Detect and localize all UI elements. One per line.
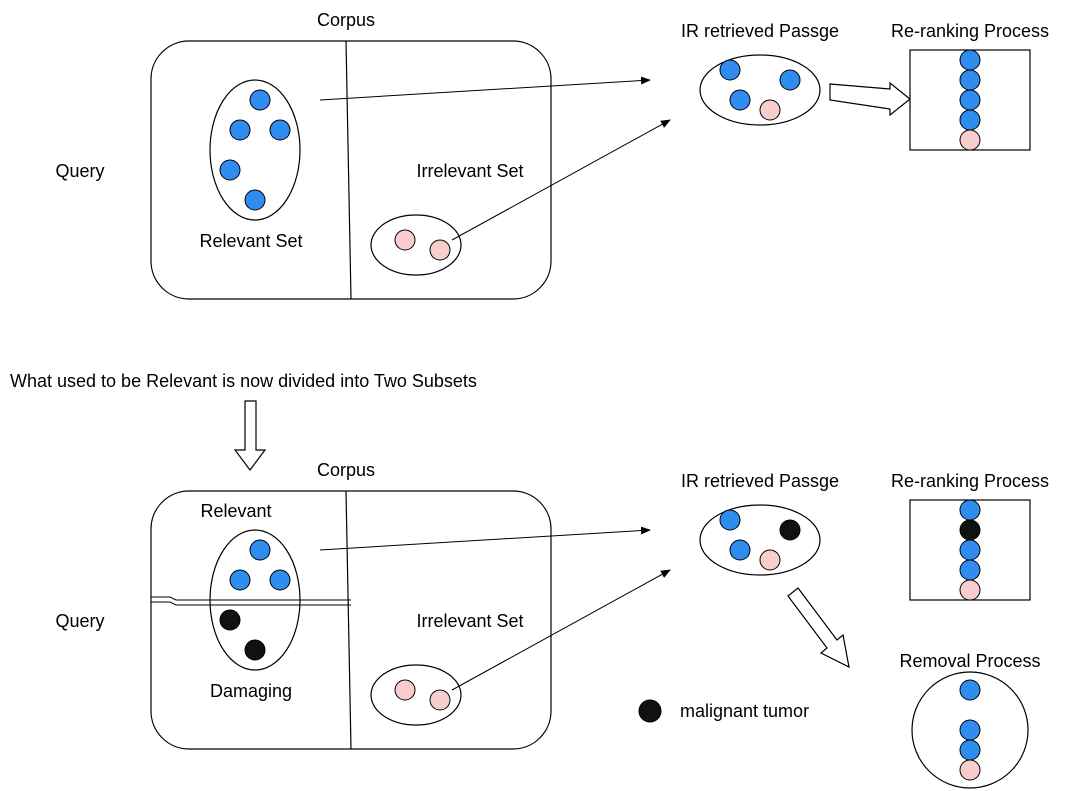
- top-relevant-set: [209, 79, 301, 221]
- top-retrieved-passage: [759, 99, 781, 121]
- bottom-relevant-arrow: [319, 526, 651, 551]
- bottom-retrieved-passage: [779, 519, 801, 541]
- top-relevant-passage: [269, 119, 291, 141]
- removal-passage: [959, 679, 981, 701]
- bottom-ranked-passage: [959, 499, 981, 521]
- top-retrieved-passage: [779, 69, 801, 91]
- bottom-retrieved-passage: [759, 549, 781, 571]
- transition-down-arrow: [233, 400, 267, 471]
- top-ranked-passage: [959, 69, 981, 91]
- bottom-ranked-passage: [959, 519, 981, 541]
- bottom-relevant-passage: [269, 569, 291, 591]
- bottom-panel: Corpus Query Relevant Damaging Irrelevan…: [55, 460, 1049, 789]
- bottom-relevant-passage: [229, 569, 251, 591]
- bottom-retrieved-passage: [719, 509, 741, 531]
- top-query-label: Query: [55, 161, 104, 181]
- top-relevant-passage: [244, 189, 266, 211]
- bottom-ranked-passage: [959, 539, 981, 561]
- bottom-corpus-divider: [345, 490, 352, 750]
- bottom-damaging-passage: [244, 639, 266, 661]
- top-reranking-label: Re-ranking Process: [891, 21, 1049, 41]
- bottom-retrieved-label: IR retrieved Passge: [681, 471, 839, 491]
- top-relevant-set-label: Relevant Set: [199, 231, 302, 251]
- bottom-relevant-label: Relevant: [200, 501, 271, 521]
- bottom-relevant-passage: [249, 539, 271, 561]
- top-corpus-label: Corpus: [317, 10, 375, 30]
- bottom-irrelevant-passage: [429, 689, 451, 711]
- bottom-query-label: Query: [55, 611, 104, 631]
- top-relevant-passage: [229, 119, 251, 141]
- top-relevant-passage: [249, 89, 271, 111]
- bottom-split-double-line: [151, 596, 351, 606]
- legend: malignant tumor: [638, 699, 809, 723]
- bottom-damaging-passage: [219, 609, 241, 631]
- top-irrelevant-arrow: [451, 119, 671, 241]
- top-retrieved-label: IR retrieved Passge: [681, 21, 839, 41]
- top-rerank-block-arrow: [829, 81, 911, 117]
- removal-passage: [959, 719, 981, 741]
- top-retrieved-passage: [719, 59, 741, 81]
- legend-damaging-dot: [638, 699, 662, 723]
- legend-damaging-label: malignant tumor: [680, 701, 809, 721]
- removal-passage: [959, 739, 981, 761]
- top-irrelevant-set: [370, 214, 462, 276]
- top-retrieved-set: [699, 54, 821, 126]
- bottom-reranking-label: Re-ranking Process: [891, 471, 1049, 491]
- bottom-irrelevant-set-label: Irrelevant Set: [416, 611, 523, 631]
- top-corpus-divider: [345, 40, 352, 300]
- removal-passage: [959, 759, 981, 781]
- removal-label: Removal Process: [899, 651, 1040, 671]
- top-relevant-passage: [219, 159, 241, 181]
- bottom-ranked-passage: [959, 559, 981, 581]
- top-ranked-passage: [959, 89, 981, 111]
- top-relevant-arrow: [319, 76, 651, 101]
- top-ranked-passage: [959, 109, 981, 131]
- removal-circle: [911, 671, 1029, 789]
- top-irrelevant-passage: [429, 239, 451, 261]
- bottom-retrieved-passage: [729, 539, 751, 561]
- bottom-irrelevant-passage: [394, 679, 416, 701]
- removal-block-arrow: [787, 587, 850, 669]
- top-irrelevant-set-label: Irrelevant Set: [416, 161, 523, 181]
- top-panel: Corpus Query Relevant Set Irrelevant Set…: [55, 10, 1049, 300]
- bottom-retrieved-set: [699, 504, 821, 576]
- top-retrieved-passage: [729, 89, 751, 111]
- top-ranked-passage: [959, 129, 981, 151]
- bottom-irrelevant-arrow: [451, 569, 671, 691]
- bottom-damaging-label: Damaging: [210, 681, 292, 701]
- bottom-irrelevant-set: [370, 664, 462, 726]
- top-irrelevant-passage: [394, 229, 416, 251]
- transition-label: What used to be Relevant is now divided …: [10, 371, 477, 391]
- bottom-corpus-label: Corpus: [317, 460, 375, 480]
- top-ranked-passage: [959, 49, 981, 71]
- bottom-ranked-passage: [959, 579, 981, 601]
